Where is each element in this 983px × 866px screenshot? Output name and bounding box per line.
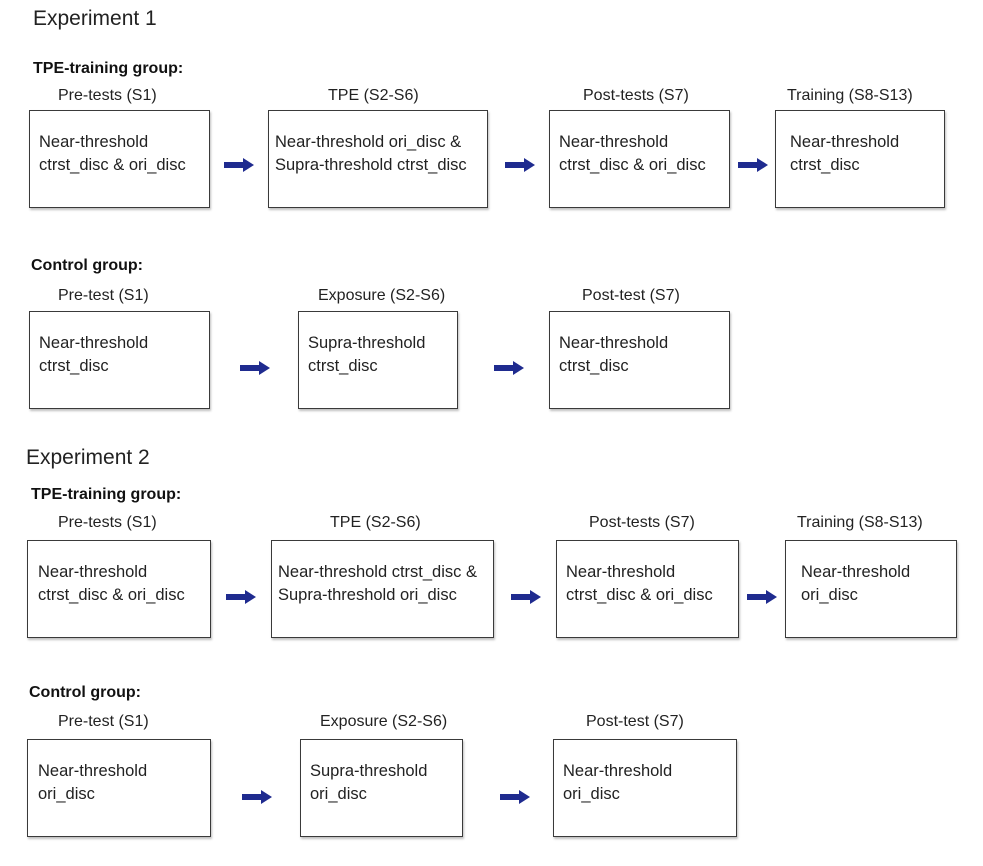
exp2-control-stage-label: Exposure (S2-S6)	[320, 713, 448, 730]
exp1-control-stage-text: Near-threshold ctrst_disc	[559, 334, 669, 375]
exp2-tpe-stage-box: Near-threshold ctrst_disc & ori_disc	[556, 540, 739, 638]
right-arrow-icon	[511, 590, 541, 604]
exp1-control-stage-text: Near-threshold ctrst_disc	[39, 334, 149, 375]
exp1-tpe-stage-label: TPE (S2-S6)	[328, 87, 419, 104]
exp2-tpe-stage-text: Near-threshold ctrst_disc & Supra-thresh…	[278, 563, 477, 604]
exp1-tpe-stage-box: Near-threshold ori_disc & Supra-threshol…	[268, 110, 488, 208]
exp2-tpe-stage-box: Near-threshold ctrst_disc & Supra-thresh…	[271, 540, 494, 638]
exp1-control-stage-box: Supra-threshold ctrst_disc	[298, 311, 458, 409]
exp1-tpe-stage-box: Near-threshold ctrst_disc & ori_disc	[29, 110, 210, 208]
right-arrow-icon	[738, 158, 768, 172]
exp1-tpe-group-title: TPE-training group:	[33, 60, 184, 77]
exp2-control-stage-box: Near-threshold ori_disc	[553, 739, 737, 837]
right-arrow-icon	[226, 590, 256, 604]
exp2-tpe-stage-text: Near-threshold ori_disc	[801, 563, 911, 604]
exp1-tpe-stage-label: Training (S8-S13)	[787, 87, 913, 104]
exp2-control-stage-label: Pre-test (S1)	[58, 713, 149, 730]
exp2-tpe-stage-text: Near-threshold ctrst_disc & ori_disc	[566, 563, 713, 604]
exp2-tpe-group-title: TPE-training group:	[31, 486, 182, 503]
exp1-control-stage-box: Near-threshold ctrst_disc	[29, 311, 210, 409]
exp2-control-stage-label: Post-test (S7)	[586, 713, 684, 730]
experiment-2-title: Experiment 2	[26, 446, 150, 469]
exp1-control-stage-label: Post-test (S7)	[582, 287, 680, 304]
exp1-tpe-stage-text: Near-threshold ctrst_disc	[790, 133, 900, 174]
exp2-control-stage-text: Near-threshold ori_disc	[563, 762, 673, 803]
exp2-tpe-stage-box: Near-threshold ctrst_disc & ori_disc	[27, 540, 211, 638]
exp2-control-stage-text: Supra-threshold ori_disc	[310, 762, 428, 803]
exp1-control-group-title: Control group:	[31, 257, 143, 274]
right-arrow-icon	[240, 361, 270, 375]
experiment-1-title: Experiment 1	[33, 7, 157, 30]
exp1-control-stage-label: Pre-test (S1)	[58, 287, 149, 304]
right-arrow-icon	[242, 790, 272, 804]
exp2-control-stage-box: Near-threshold ori_disc	[27, 739, 211, 837]
exp1-control-stage-text: Supra-threshold ctrst_disc	[308, 334, 426, 375]
right-arrow-icon	[500, 790, 530, 804]
right-arrow-icon	[224, 158, 254, 172]
exp2-tpe-stage-text: Near-threshold ctrst_disc & ori_disc	[38, 563, 185, 604]
exp2-control-stage-box: Supra-threshold ori_disc	[300, 739, 463, 837]
exp2-tpe-stage-label: Pre-tests (S1)	[58, 514, 157, 531]
exp2-control-stage-text: Near-threshold ori_disc	[38, 762, 148, 803]
exp1-tpe-stage-label: Post-tests (S7)	[583, 87, 689, 104]
exp1-tpe-stage-box: Near-threshold ctrst_disc & ori_disc	[549, 110, 730, 208]
right-arrow-icon	[747, 590, 777, 604]
exp1-control-stage-label: Exposure (S2-S6)	[318, 287, 446, 304]
exp2-tpe-stage-label: Post-tests (S7)	[589, 514, 695, 531]
exp1-tpe-stage-box: Near-threshold ctrst_disc	[775, 110, 945, 208]
exp2-tpe-stage-label: Training (S8-S13)	[797, 514, 923, 531]
exp2-control-group-title: Control group:	[29, 684, 141, 701]
right-arrow-icon	[494, 361, 524, 375]
exp1-tpe-stage-label: Pre-tests (S1)	[58, 87, 157, 104]
exp2-tpe-stage-label: TPE (S2-S6)	[330, 514, 421, 531]
exp1-control-stage-box: Near-threshold ctrst_disc	[549, 311, 730, 409]
exp1-tpe-stage-text: Near-threshold ctrst_disc & ori_disc	[559, 133, 706, 174]
exp1-tpe-stage-text: Near-threshold ori_disc & Supra-threshol…	[275, 133, 467, 174]
exp2-tpe-stage-box: Near-threshold ori_disc	[785, 540, 957, 638]
exp1-tpe-stage-text: Near-threshold ctrst_disc & ori_disc	[39, 133, 186, 174]
right-arrow-icon	[505, 158, 535, 172]
